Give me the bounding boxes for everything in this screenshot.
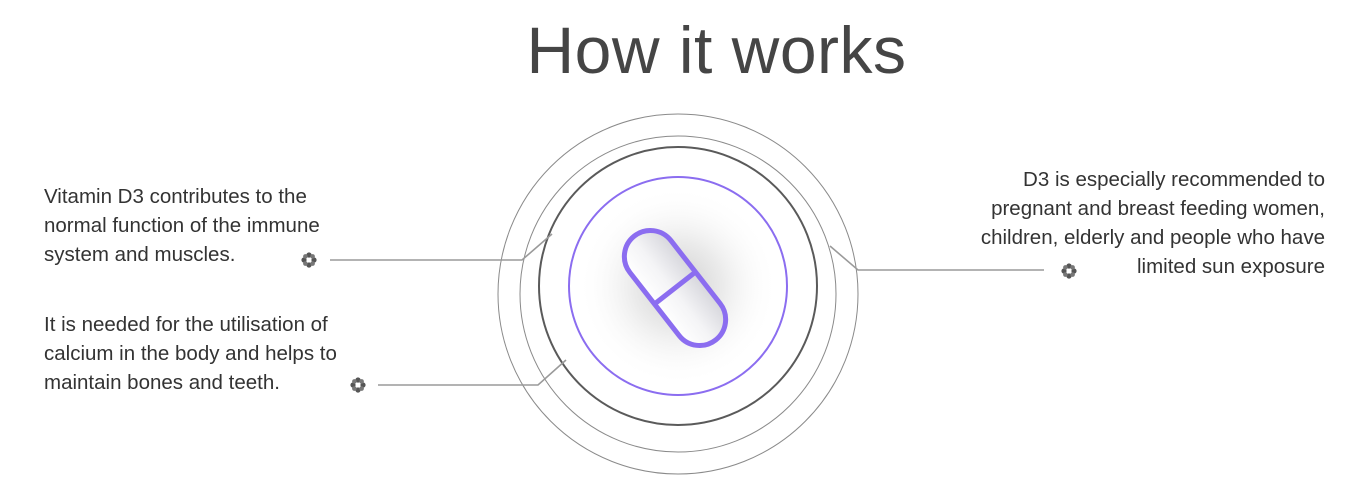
fact-line: D3 is especially recommended to xyxy=(1023,168,1325,191)
capsule-icon xyxy=(621,227,729,349)
inner-ring xyxy=(538,146,818,426)
middle-ring xyxy=(519,135,837,453)
outer-ring xyxy=(497,113,859,475)
flower-icon xyxy=(1061,263,1077,279)
fact-line: maintain bones and teeth. xyxy=(44,371,280,394)
fact-line: children, elderly and people who have xyxy=(980,226,1325,249)
fact-line: calcium in the body and helps to xyxy=(44,342,337,365)
connector-bones xyxy=(378,359,567,386)
fact-line: limited sun exposure xyxy=(1136,255,1325,278)
accent-ring xyxy=(568,176,788,396)
fact-line: normal function of the immune xyxy=(44,214,320,237)
fact-line: system and muscles. xyxy=(44,243,236,266)
flower-icon xyxy=(301,252,317,268)
page-title: How it works xyxy=(526,13,907,87)
fact-line: It is needed for the utilisation of xyxy=(44,313,328,336)
fact-immune-system: Vitamin D3 contributes to the normal fun… xyxy=(44,182,320,269)
fact-line: Vitamin D3 contributes to the xyxy=(44,185,307,208)
fact-bones-teeth: It is needed for the utilisation of calc… xyxy=(44,310,337,397)
flower-icon xyxy=(350,377,366,393)
fact-recommended-groups: D3 is especially recommended to pregnant… xyxy=(981,165,1325,281)
connector-recommended xyxy=(829,245,1044,271)
fact-line: pregnant and breast feeding women, xyxy=(991,197,1325,220)
connector-immune xyxy=(330,233,553,261)
